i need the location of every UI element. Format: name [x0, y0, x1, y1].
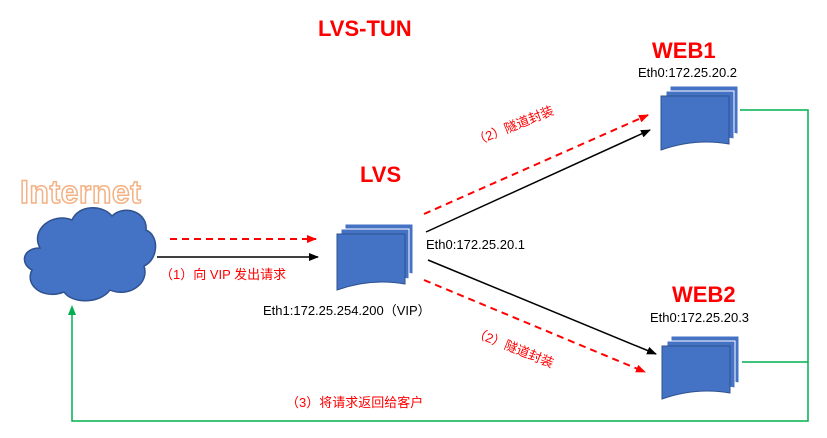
lvs-to-web2-arrow	[427, 259, 657, 355]
web1-server-stack-icon	[660, 85, 739, 151]
web2-label: WEB2	[672, 282, 736, 307]
web1-label: WEB1	[652, 38, 716, 63]
internet-label: Internet	[19, 173, 142, 211]
lvs-eth1-label: Eth1:172.25.254.200（VIP）	[263, 303, 431, 318]
lvs-label: LVS	[360, 162, 402, 187]
step1-label: （1）向 VIP 发出请求	[160, 267, 287, 282]
return-path-line	[68, 109, 809, 422]
lvs-to-web1-arrow	[425, 129, 651, 233]
internet-cloud-icon	[23, 207, 157, 302]
web2-eth0-label: Eth0:172.25.20.3	[650, 310, 750, 325]
web2-server-stack-icon	[661, 335, 740, 400]
tunnel-dashed-arrow-web2	[423, 279, 646, 373]
web1-eth0-label: Eth0:172.25.20.2	[638, 65, 738, 80]
lvs-server-stack-icon	[336, 223, 414, 291]
diagram-title: LVS-TUN	[318, 16, 412, 41]
lvs-eth0-label: Eth0:172.25.20.1	[426, 237, 526, 252]
step3-label: （3）将请求返回给客户	[286, 395, 424, 410]
tunnel-dashed-arrow-web1	[423, 114, 649, 215]
